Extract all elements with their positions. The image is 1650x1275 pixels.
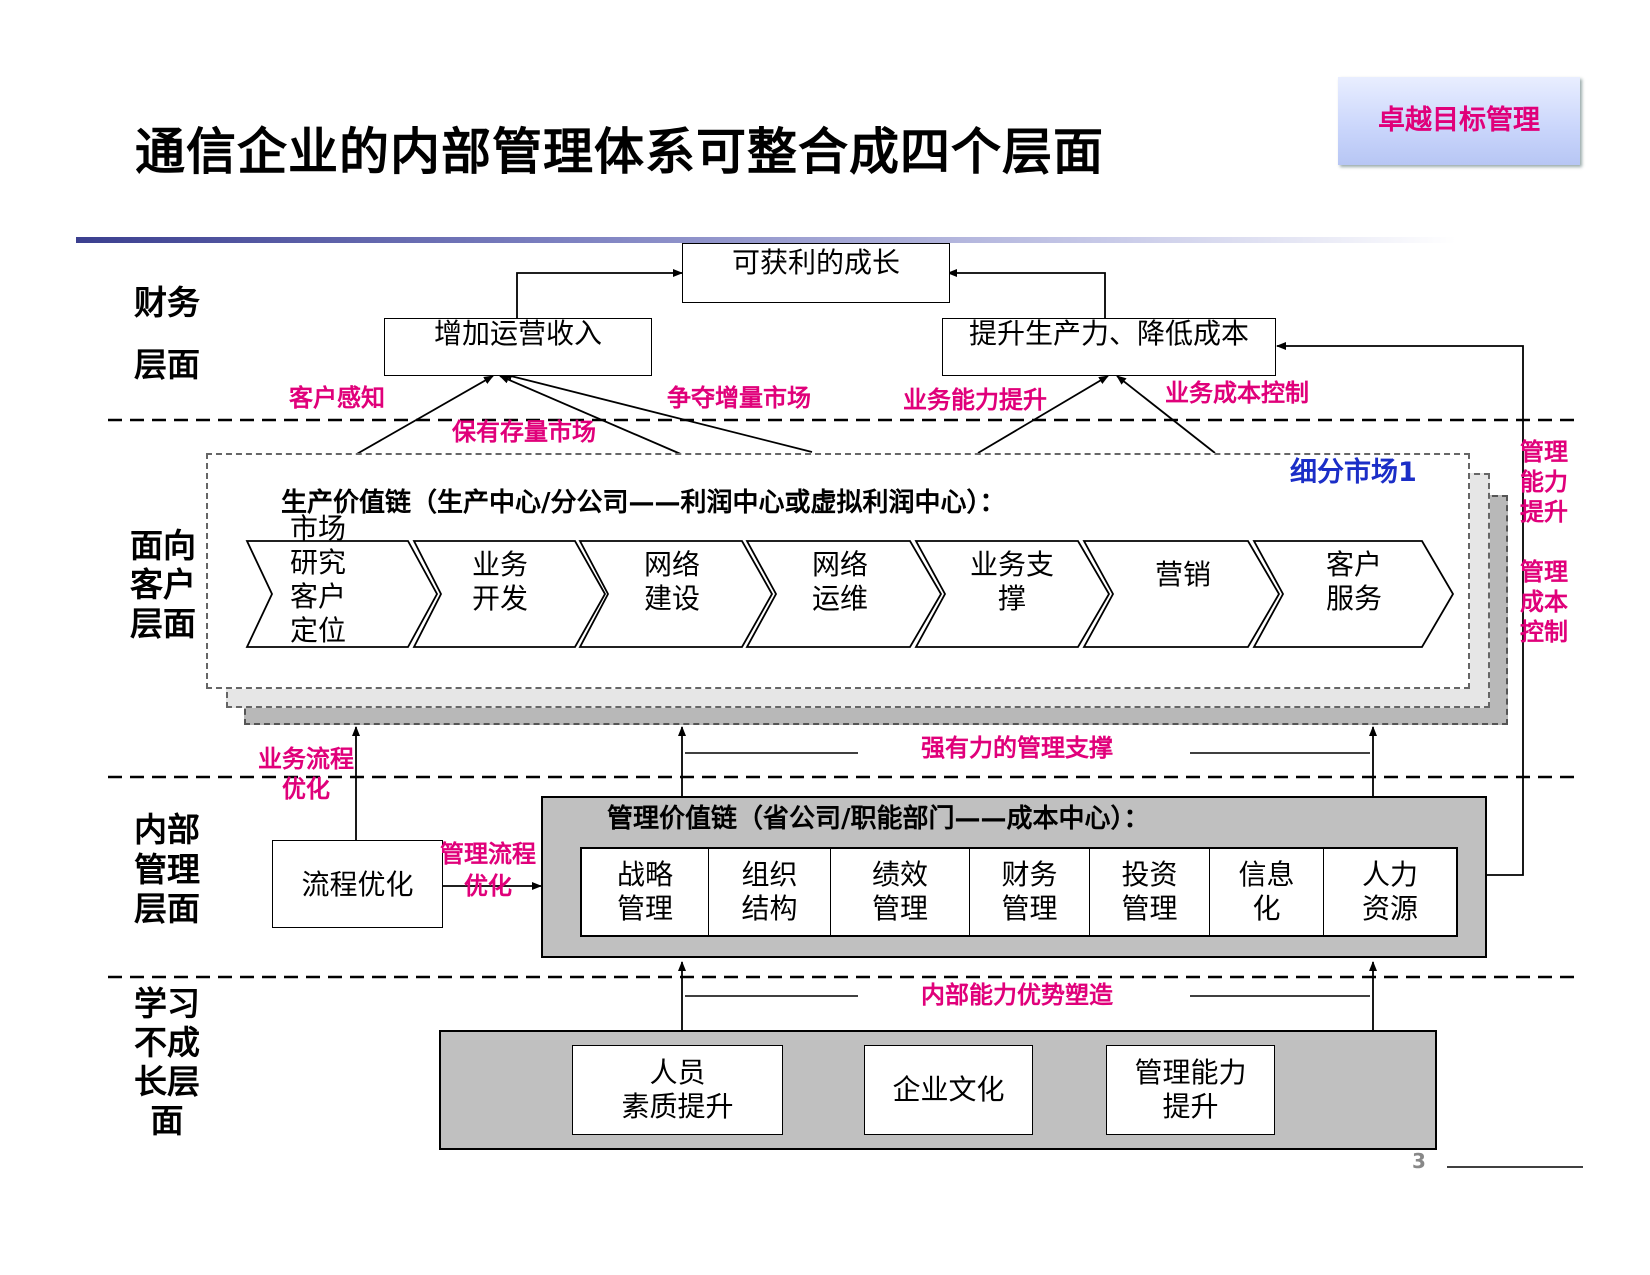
label-capability: 业务能力提升 <box>903 386 1047 414</box>
arrow-left-to-top <box>516 269 683 318</box>
cell-performance: 绩效 管理 <box>831 849 970 935</box>
label-strong-support: 强有力的管理支撑 <box>921 734 1113 762</box>
arrow-right-to-top <box>947 269 1106 318</box>
arrow-retain-market <box>499 375 684 456</box>
process-optimization-text: 流程优化 <box>301 868 414 901</box>
layer-learning: 学习 不成 长层 面 <box>134 984 200 1140</box>
cell-organization: 组织 结构 <box>709 849 831 935</box>
arrow-capability <box>977 375 1109 454</box>
chevron-step-2 <box>412 540 607 648</box>
management-chain-title: 管理价值链（省公司/职能部门——成本中心）： <box>607 804 1150 834</box>
page-number: 3 <box>1412 1149 1426 1173</box>
segment-market-label: 细分市场1 <box>1290 457 1417 488</box>
chevron-step-5-label: 业务支 撑 <box>970 548 1055 615</box>
chevron-step-7 <box>1252 540 1455 648</box>
learning-item-culture: 企业文化 <box>864 1045 1033 1135</box>
chevron-step-2-label: 业务 开发 <box>472 548 529 615</box>
management-cells-row: 战略 管理 组织 结构 绩效 管理 财务 管理 投资 管理 信息 化 人力 资源 <box>580 847 1458 937</box>
chevron-step-6 <box>1082 540 1281 648</box>
arrow-cost-control <box>1116 375 1216 454</box>
cell-informatization: 信息 化 <box>1210 849 1324 935</box>
arrow-hr-feedback <box>1276 342 1524 876</box>
productivity-text: 提升生产力、降低成本 <box>968 317 1249 350</box>
chevron-step-6-label: 营销 <box>1155 558 1212 591</box>
process-optimization-box: 流程优化 <box>272 840 443 928</box>
profitable-growth-box: 可获利的成长 <box>682 243 950 303</box>
label-mgmt-process-opt: 管理流程 优化 <box>440 840 536 900</box>
chevron-step-1 <box>245 540 439 648</box>
productivity-box: 提升生产力、降低成本 <box>942 318 1276 376</box>
label-cost-control: 业务成本控制 <box>1165 379 1309 407</box>
cell-strategy: 战略 管理 <box>582 849 709 935</box>
chevron-step-4-label: 网络 运维 <box>812 548 869 615</box>
label-mgmt-capability: 管理 能力 提升 <box>1520 438 1568 526</box>
layer-internal: 内部 管理 层面 <box>134 810 200 929</box>
increase-revenue-box: 增加运营收入 <box>384 318 652 376</box>
profitable-growth-text: 可获利的成长 <box>731 246 900 279</box>
header-divider <box>76 237 1456 243</box>
learning-item-mgmt-capability: 管理能力 提升 <box>1106 1045 1275 1135</box>
chevron-step-5 <box>914 540 1111 648</box>
cell-human-resources: 人力 资源 <box>1361 858 1418 925</box>
learning-item-staff: 人员 素质提升 <box>572 1045 783 1135</box>
production-chain-title: 生产价值链（生产中心/分公司——利润中心或虚拟利润中心）： <box>281 488 1006 518</box>
chevron-step-1-label: 市场 研究 客户 定位 <box>290 512 347 647</box>
arrow-grow-market <box>502 372 813 453</box>
label-grow-market: 争夺增量市场 <box>667 384 811 412</box>
chevron-step-3-label: 网络 建设 <box>644 548 701 615</box>
layer-customer: 面向 客户 层面 <box>130 526 196 643</box>
cell-finance: 财务 管理 <box>970 849 1090 935</box>
label-customer-perception: 客户感知 <box>289 384 385 412</box>
arrow-customer-perception <box>354 375 494 456</box>
chevron-step-7-label: 客户 服务 <box>1326 548 1383 615</box>
label-internal-advantage: 内部能力优势塑造 <box>921 981 1113 1009</box>
cell-investment: 投资 管理 <box>1090 849 1210 935</box>
label-mgmt-cost: 管理 成本 控制 <box>1520 558 1568 646</box>
label-retain-market: 保有存量市场 <box>452 418 596 446</box>
layer-financial: 财务 层面 <box>134 283 200 384</box>
chevron-step-4 <box>745 540 943 648</box>
chevron-step-3 <box>578 540 774 648</box>
label-biz-process-opt: 业务流程 优化 <box>258 745 354 803</box>
page-title: 通信企业的内部管理体系可整合成四个层面 <box>135 123 1104 181</box>
increase-revenue-text: 增加运营收入 <box>433 317 602 350</box>
brand-badge: 卓越目标管理 <box>1338 77 1580 165</box>
